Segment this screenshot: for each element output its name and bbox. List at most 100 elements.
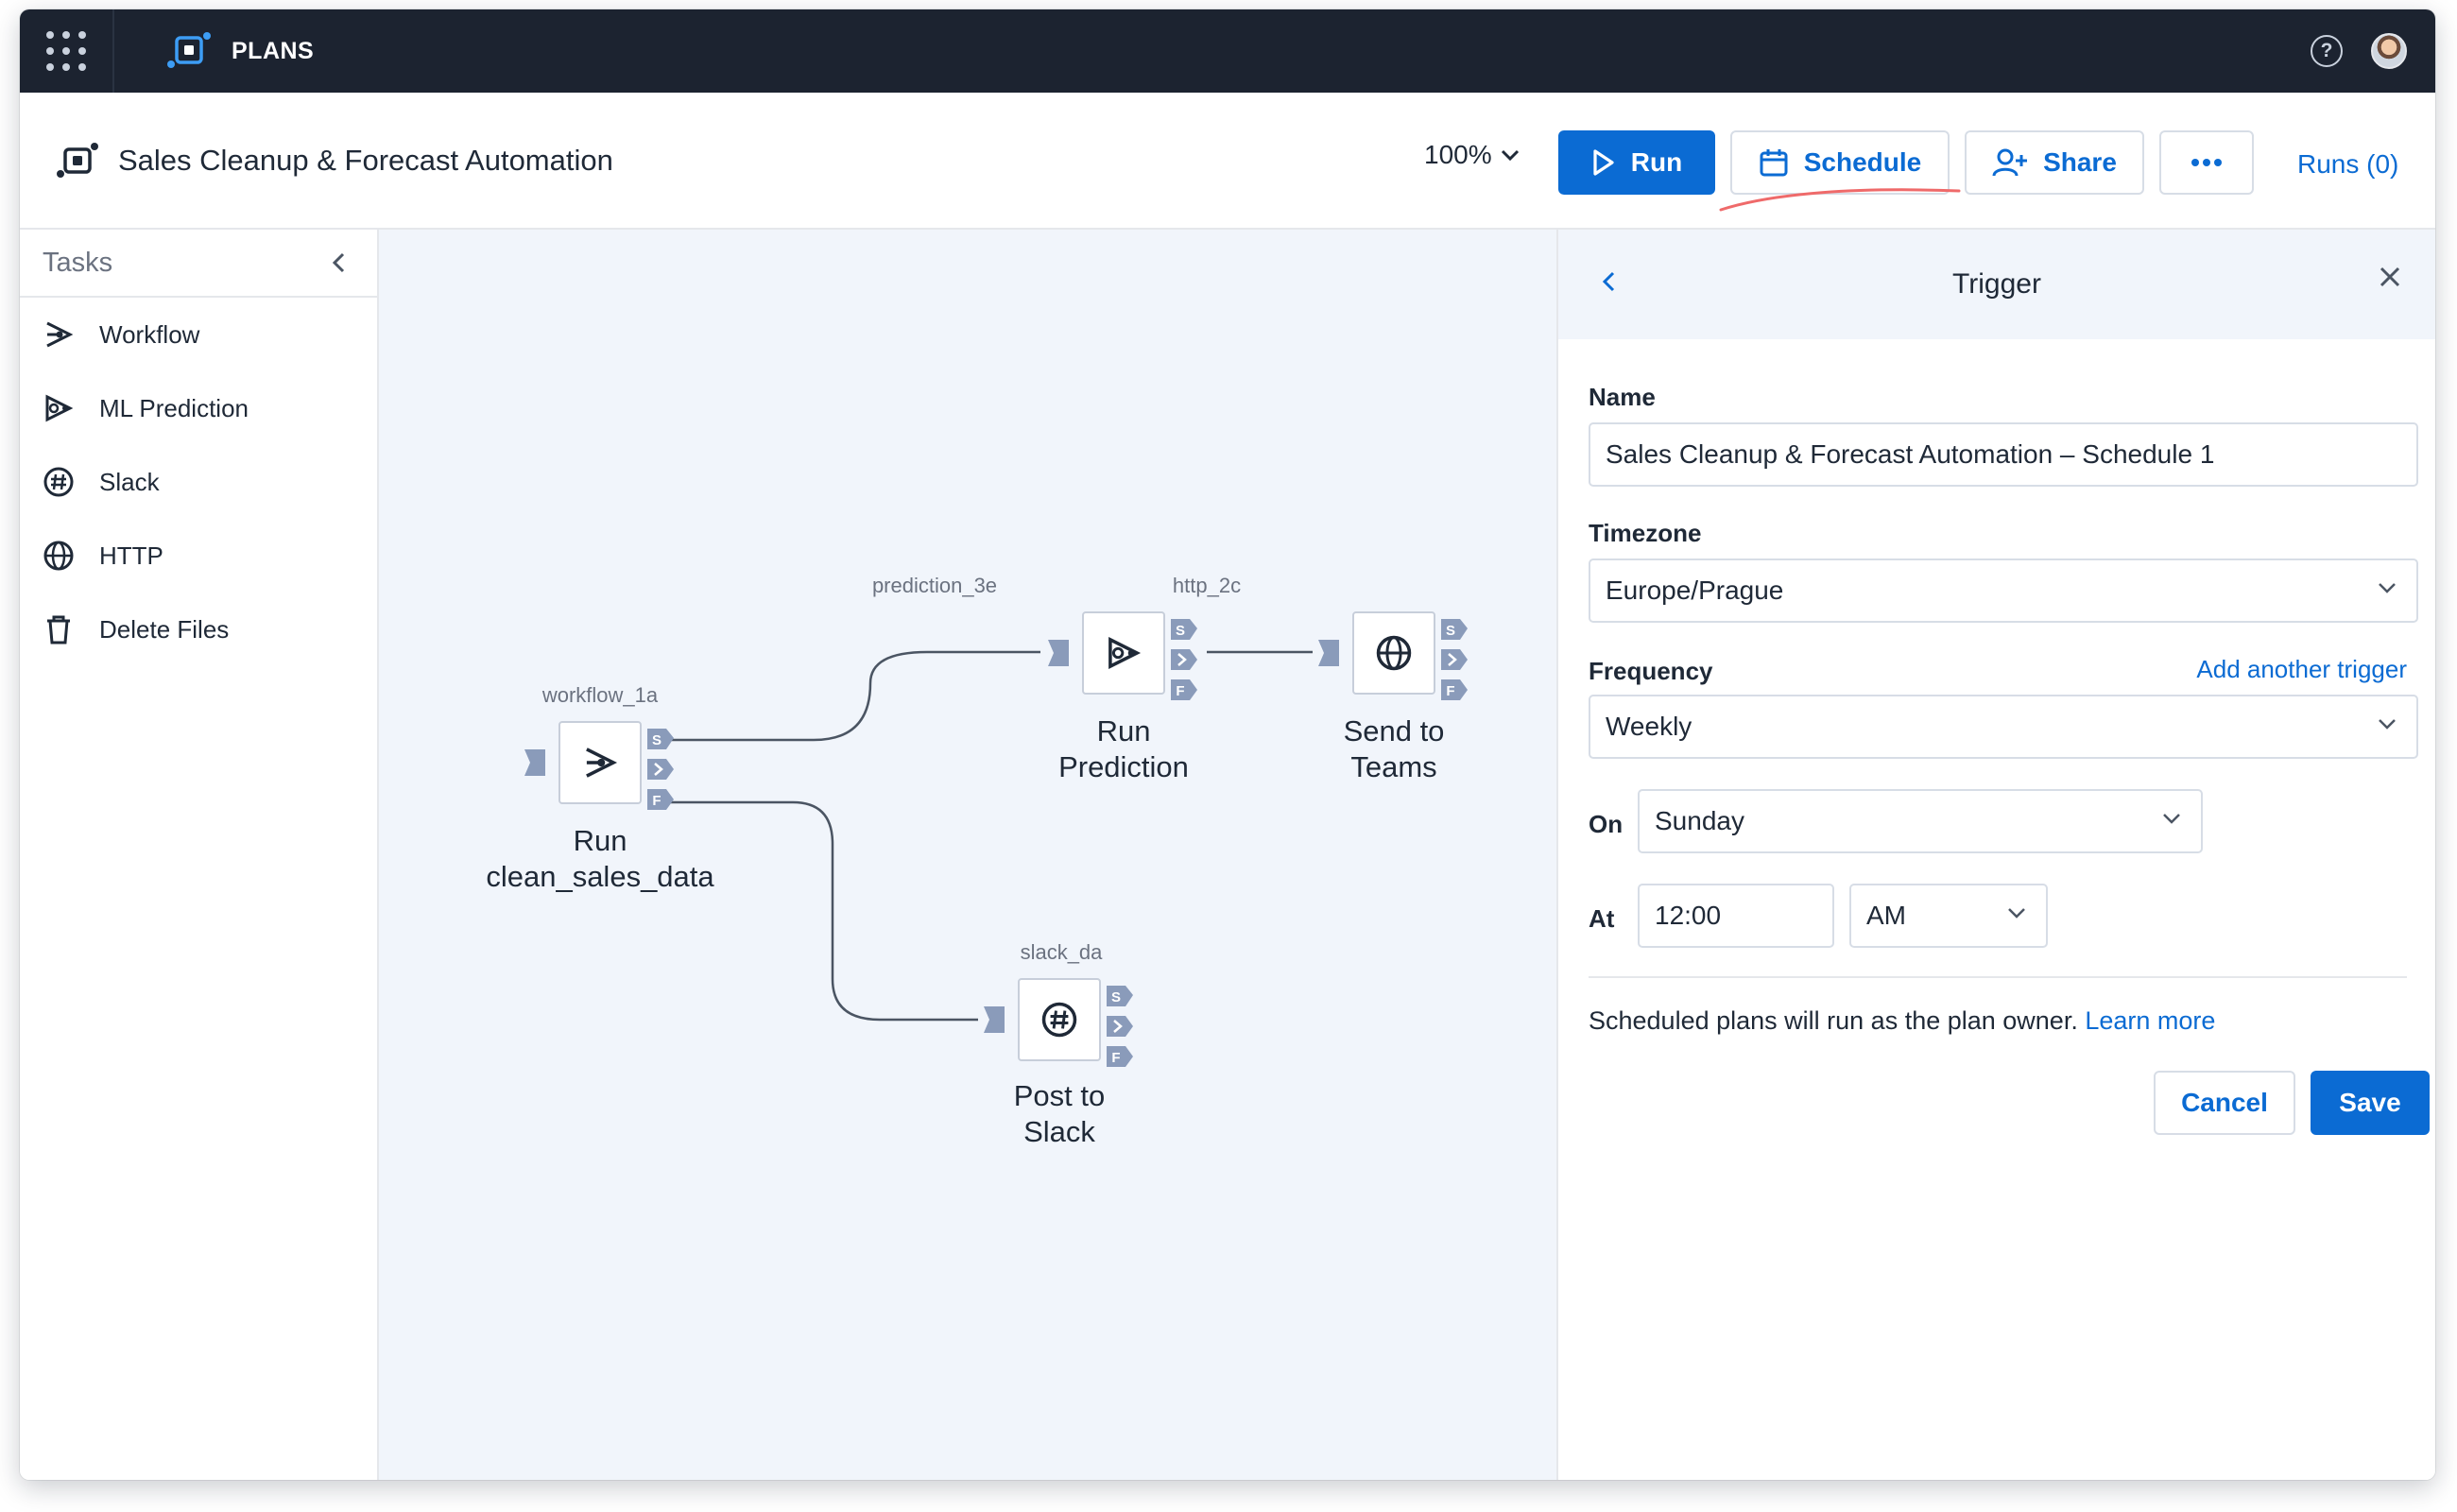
node-id: workflow_1a <box>541 683 659 707</box>
app-window: PLANS ? Sales Cleanup & Forecast Automat… <box>20 9 2435 1480</box>
svg-text:F: F <box>1111 1050 1120 1066</box>
run-button[interactable]: Run <box>1558 130 1715 195</box>
schedule-label: Schedule <box>1803 147 1922 177</box>
note-text: Scheduled plans will run as the plan own… <box>1589 1006 2078 1035</box>
annotation-underline <box>1719 188 1961 212</box>
task-label: ML Prediction <box>99 393 249 422</box>
name-label: Name <box>1589 383 1656 411</box>
time-input[interactable]: 12:00 <box>1638 884 1834 948</box>
slack-icon <box>41 464 77 500</box>
frequency-label: Frequency <box>1589 657 1713 685</box>
task-item-slack[interactable]: Slack <box>20 445 377 519</box>
plan-header: Sales Cleanup & Forecast Automation 100%… <box>20 93 2435 230</box>
run-label: Run <box>1630 147 1683 177</box>
schedule-button[interactable]: Schedule <box>1730 130 1950 195</box>
input-port[interactable] <box>1048 640 1069 666</box>
ml-prediction-icon <box>41 390 77 426</box>
top-bar: PLANS ? <box>20 9 2435 93</box>
more-options-button[interactable] <box>2159 130 2254 195</box>
close-icon[interactable] <box>2377 264 2403 290</box>
task-label: Slack <box>99 467 160 496</box>
name-field[interactable]: Sales Cleanup & Forecast Automation – Sc… <box>1589 422 2418 487</box>
sidebar-title: Tasks <box>43 247 113 278</box>
frequency-value: Weekly <box>1606 712 1692 741</box>
share-button[interactable]: Share <box>1965 130 2144 195</box>
slack-icon <box>1041 1002 1077 1038</box>
node-prediction-3e[interactable] <box>1082 611 1165 695</box>
chevron-down-icon <box>1501 149 1519 162</box>
workflow-icon <box>41 317 77 352</box>
day-select[interactable]: Sunday <box>1638 789 2203 853</box>
connection-workflow-to-slack <box>670 800 978 1022</box>
svg-text:F: F <box>1176 683 1184 699</box>
node-workflow-1a[interactable] <box>558 721 642 804</box>
save-button[interactable]: Save <box>2311 1071 2430 1135</box>
node-slack-da[interactable] <box>1018 978 1101 1061</box>
input-port[interactable] <box>984 1006 1005 1033</box>
connections-layer <box>670 650 1313 1022</box>
app-grid-icon <box>46 31 86 71</box>
chevron-down-icon <box>2008 908 2025 919</box>
zoom-dropdown[interactable]: 100% <box>1424 140 1521 170</box>
panel-title: Trigger <box>1952 268 2041 300</box>
help-icon[interactable]: ? <box>2311 35 2343 67</box>
on-label: On <box>1589 810 1624 838</box>
app-switcher-button[interactable] <box>20 9 114 93</box>
frequency-select[interactable]: Weekly <box>1589 695 2418 759</box>
sidebar-header: Tasks <box>20 230 377 298</box>
task-item-ml-prediction[interactable]: ML Prediction <box>20 371 377 445</box>
divider <box>1589 976 2407 978</box>
runs-link[interactable]: Runs (0) <box>2297 149 2399 179</box>
share-label: Share <box>2043 147 2117 177</box>
node-id: slack_da <box>1020 940 1103 964</box>
workflow-icon <box>586 747 618 778</box>
collapse-sidebar-icon[interactable] <box>330 250 349 275</box>
output-ports[interactable]: S F <box>1441 619 1469 702</box>
svg-text:S: S <box>1446 623 1455 639</box>
learn-more-link[interactable]: Learn more <box>2085 1006 2216 1035</box>
cancel-button[interactable]: Cancel <box>2154 1071 2295 1135</box>
ampm-value: AM <box>1866 901 1906 930</box>
output-ports[interactable]: S F <box>647 729 676 812</box>
connection-workflow-to-prediction <box>670 650 1040 742</box>
day-value: Sunday <box>1655 806 1744 835</box>
name-value: Sales Cleanup & Forecast Automation – Sc… <box>1606 439 2215 469</box>
trigger-panel: Trigger Name Sales Cleanup & Forecast Au… <box>1556 230 2435 1480</box>
task-item-http[interactable]: HTTP <box>20 519 377 593</box>
panel-header: Trigger <box>1558 230 2435 339</box>
timezone-value: Europe/Prague <box>1606 576 1784 605</box>
task-label: HTTP <box>99 541 163 570</box>
app-name: PLANS <box>232 37 315 64</box>
calendar-icon <box>1760 149 1788 177</box>
svg-text:F: F <box>652 793 661 809</box>
node-id: http_2c <box>1172 574 1242 597</box>
back-icon[interactable] <box>1600 267 1619 296</box>
task-item-delete-files[interactable]: Delete Files <box>20 593 377 666</box>
output-ports[interactable]: S F <box>1107 986 1135 1069</box>
more-icon <box>2191 159 2222 166</box>
input-port[interactable] <box>1318 640 1339 666</box>
timezone-select[interactable]: Europe/Prague <box>1589 558 2418 623</box>
svg-text:S: S <box>652 732 662 748</box>
timezone-label: Timezone <box>1589 519 1702 547</box>
input-port[interactable] <box>524 749 545 776</box>
svg-text:S: S <box>1111 989 1121 1005</box>
add-user-icon <box>1992 148 2028 177</box>
avatar[interactable] <box>2371 33 2407 69</box>
globe-icon <box>41 538 77 574</box>
task-item-workflow[interactable]: Workflow <box>20 298 377 371</box>
task-label: Delete Files <box>99 614 230 644</box>
output-ports[interactable]: S F <box>1171 619 1199 702</box>
owner-note: Scheduled plans will run as the plan own… <box>1589 1006 2215 1036</box>
chevron-down-icon <box>2379 719 2396 730</box>
ampm-select[interactable]: AM <box>1849 884 2048 948</box>
node-id: prediction_3e <box>871 574 998 597</box>
brand[interactable]: PLANS <box>163 32 314 70</box>
add-another-trigger-link[interactable]: Add another trigger <box>2196 655 2407 683</box>
node-http-2c[interactable] <box>1352 611 1435 695</box>
